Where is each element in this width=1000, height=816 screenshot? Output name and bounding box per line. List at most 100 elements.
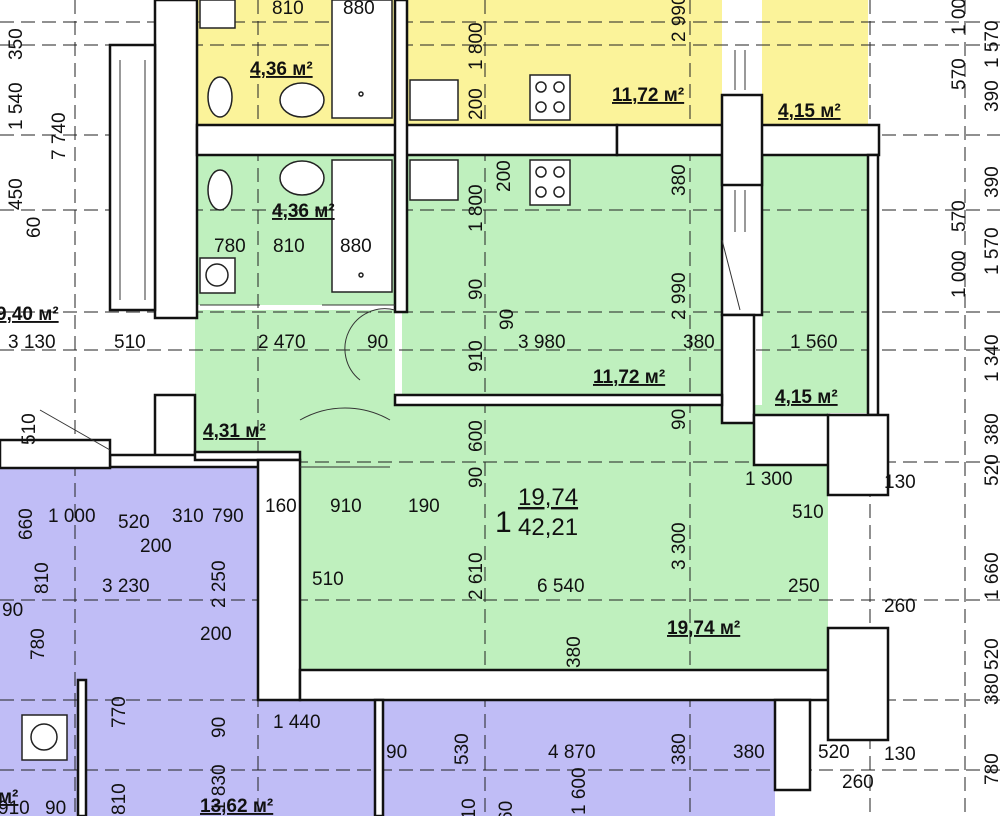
dim-label: 380 <box>669 164 690 196</box>
balcony-fill <box>762 155 868 413</box>
drain-icon <box>358 91 364 97</box>
kitchen-area: 11,72 м² <box>593 367 665 388</box>
dim-label: 200 <box>466 88 487 120</box>
dim-label: 1 540 <box>6 82 27 130</box>
dim-label: 810 <box>272 0 304 19</box>
dim-label: 200 <box>494 160 515 192</box>
dim-label: 910 <box>466 340 487 372</box>
burner-icon <box>535 81 547 93</box>
washing-machine-drum-icon <box>30 723 58 751</box>
living-area-total: 19,74 <box>518 484 578 511</box>
washing-machine-icon <box>199 0 236 29</box>
drain-icon <box>358 272 364 278</box>
dim-label: 2 990 <box>669 272 690 320</box>
dim-label: 4 870 <box>548 742 596 763</box>
sink-icon <box>279 160 325 196</box>
dim-label: 250 <box>788 576 820 597</box>
wall-right-block <box>752 413 831 467</box>
dim-label: 1 300 <box>745 469 793 490</box>
fixtures <box>21 0 571 761</box>
bottom-room-area: 13,62 м² <box>200 796 273 816</box>
wall-bottom-right <box>773 698 812 792</box>
dim-label: 780 <box>982 753 1000 785</box>
dim-label: 780 <box>214 236 246 257</box>
top-balcony-area: 4,15 м² <box>778 101 841 122</box>
dim-label: 2 250 <box>209 560 230 608</box>
dim-label: 570 <box>949 200 970 232</box>
dim-label: 520 <box>818 742 850 763</box>
burner-icon <box>553 101 565 113</box>
dim-label: 600 <box>466 420 487 452</box>
dim-label: 3 300 <box>669 522 690 570</box>
wall-top-left-window <box>108 43 157 312</box>
rooms-count: 1 <box>495 506 512 539</box>
dim-label: 160 <box>265 496 297 517</box>
wall-bottom-mid <box>373 698 385 816</box>
dim-label: 90 <box>669 409 690 430</box>
dim-label: 380 <box>982 673 1000 705</box>
dim-label: 1 570 <box>982 227 1000 275</box>
dim-label: 260 <box>884 596 916 617</box>
dim-label: 570 <box>949 58 970 90</box>
top-kitchen-area: 11,72 м² <box>612 85 684 106</box>
wall-bottom-left-col <box>76 678 88 816</box>
dim-label: 260 <box>842 772 874 793</box>
dim-label: 130 <box>884 472 916 493</box>
hall-area: 4,31 м² <box>203 421 266 442</box>
total-area: 42,21 <box>518 514 578 541</box>
dim-label: 1 660 <box>982 552 1000 600</box>
dim-label: 380 <box>733 742 765 763</box>
dim-label: 90 <box>497 309 518 330</box>
dim-label: 2 990 <box>669 0 690 42</box>
window-lines <box>39 50 746 468</box>
dim-label: 90 <box>45 798 66 816</box>
dim-label: 530 <box>452 733 473 765</box>
dim-label: 660 <box>16 508 37 540</box>
dim-label: 3 980 <box>518 332 566 353</box>
burner-icon <box>553 186 565 198</box>
stove-icon <box>529 159 571 206</box>
dim-label: 7 740 <box>49 112 70 160</box>
dim-label: 90 <box>2 600 23 621</box>
dim-label: 3 230 <box>102 576 150 597</box>
toilet-icon <box>207 169 233 211</box>
dim-label: 1 000 <box>949 0 970 35</box>
dim-label: 190 <box>408 496 440 517</box>
dim-label: 200 <box>200 624 232 645</box>
dim-label: 380 <box>683 332 715 353</box>
wall-living-bottom <box>298 668 830 702</box>
dim-label: 510 <box>792 502 824 523</box>
dim-label: 60 <box>496 801 517 816</box>
wall-column-right <box>720 313 756 425</box>
kitchen-sink-icon <box>409 159 459 201</box>
dim-label: 390 <box>982 166 1000 198</box>
wall-left-top <box>0 438 112 470</box>
bottom-room-fill <box>260 700 775 816</box>
dim-label: 380 <box>669 733 690 765</box>
dim-label: 1 440 <box>273 712 321 733</box>
wall-kitchen-bottom <box>393 393 724 407</box>
dim-label: 910 <box>330 496 362 517</box>
dim-label: 1 800 <box>466 184 487 232</box>
dim-label: 1 830 <box>209 764 230 812</box>
living-room-area: 19,74 м² <box>667 618 740 639</box>
dim-label: 90 <box>466 279 487 300</box>
dim-label: 380 <box>564 636 585 668</box>
dim-label: 880 <box>340 236 372 257</box>
wall-hall-bottom <box>193 450 302 462</box>
walls <box>0 0 890 816</box>
dim-label: 90 <box>466 467 487 488</box>
dim-label: 90 <box>209 717 230 738</box>
dim-label: 1 000 <box>949 250 970 298</box>
dim-label: 780 <box>28 628 49 660</box>
bathroom-area: 4,36 м² <box>272 201 335 222</box>
kitchen-sink-icon <box>409 79 459 121</box>
dim-label: 6 540 <box>537 576 585 597</box>
apartment-summary: 1 19,74 42,21 <box>495 484 578 541</box>
wall-hall-left <box>153 393 197 467</box>
dim-label: 90 <box>386 742 407 763</box>
dim-label: 380 <box>982 413 1000 445</box>
dim-label: 1 800 <box>466 22 487 70</box>
